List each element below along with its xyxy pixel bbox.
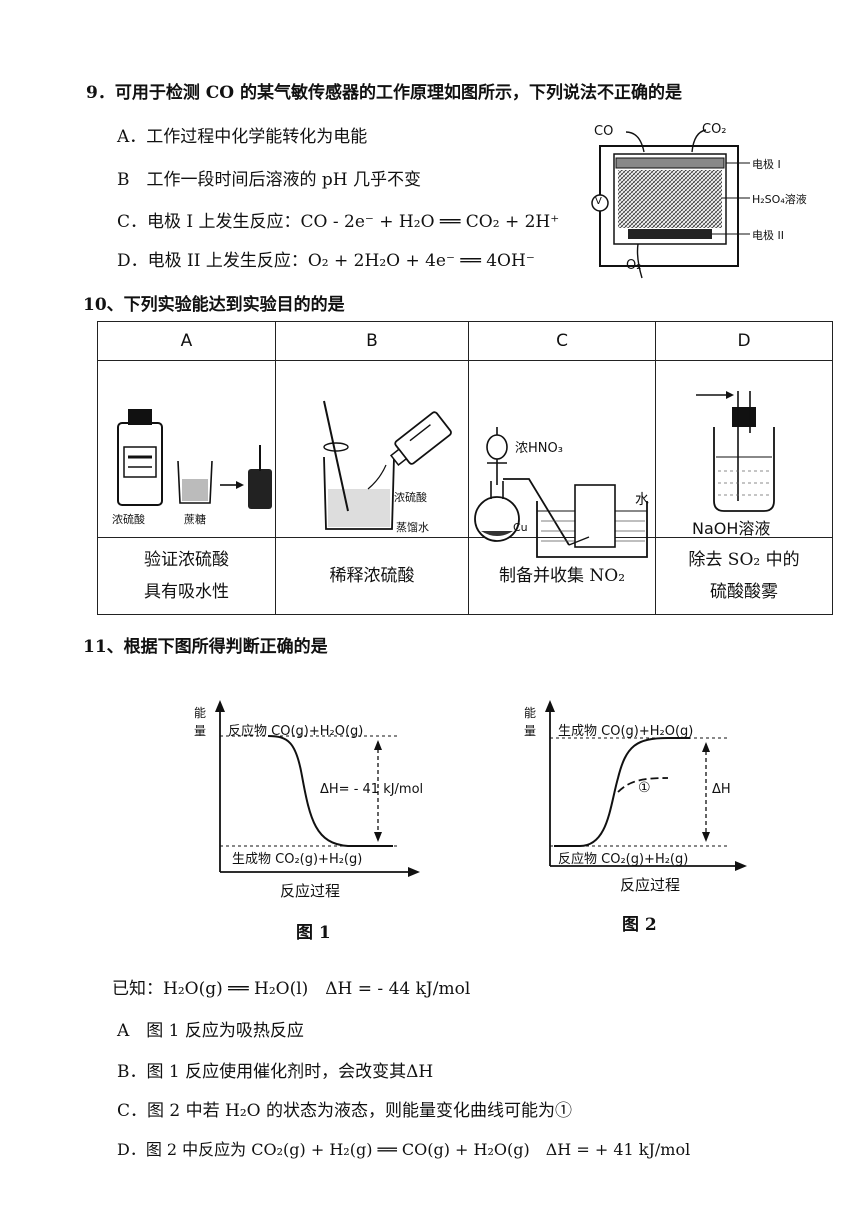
sensor-solution-label: H₂SO₄溶液 — [752, 193, 807, 206]
sensor-co2-label: CO₂ — [702, 122, 727, 137]
figure-1: 能量 反应物 CO(g)+H₂O(g) 生成物 CO₂(g)+H₂(g) ΔH=… — [188, 696, 428, 946]
caption-a-line1: 验证浓硫酸 — [144, 550, 229, 570]
q9-option-d: D．电极 II 上发生反应：O₂ + 2H₂O + 4e⁻ ══ 4OH⁻ — [117, 251, 535, 271]
caption-b: 稀释浓硫酸 — [275, 537, 469, 615]
col-header-a: A — [97, 321, 276, 361]
caption-d: 除去 SO₂ 中的 硫酸酸雾 — [655, 537, 833, 615]
apparatus-a: 浓硫酸 蔗糖 — [97, 360, 276, 538]
fig2-ylabel: 能量 — [524, 706, 537, 738]
caption-a: 验证浓硫酸 具有吸水性 — [97, 537, 276, 615]
caption-d-line1: 除去 SO₂ 中的 — [688, 550, 800, 570]
sensor-electrode2-label: 电极 II — [752, 229, 784, 242]
q10-stem: 10、下列实验能达到实验目的的是 — [83, 295, 345, 315]
figure-2-plot — [545, 700, 747, 871]
apparatus-c-drawing — [474, 427, 648, 558]
label-c-cu: Cu — [513, 521, 528, 534]
caption-c: 制备并收集 NO₂ — [468, 537, 656, 615]
label-b-water: 蒸馏水 — [396, 521, 429, 534]
apparatus-b: 浓硫酸 蒸馏水 — [275, 360, 469, 538]
fig2-bottom-label: 反应物 CO₂(g)+H₂(g) — [558, 852, 689, 867]
q9-stem: 9．可用于检测 CO 的某气敏传感器的工作原理如图所示，下列说法不正确的是 — [86, 83, 683, 103]
fig2-title: 图 2 — [622, 915, 657, 935]
fig1-bottom-label: 生成物 CO₂(g)+H₂(g) — [232, 852, 363, 867]
col-header-b: B — [275, 321, 469, 361]
fig1-top-label: 反应物 CO(g)+H₂O(g) — [228, 724, 364, 739]
col-header-c: C — [468, 321, 656, 361]
voltmeter-label: V — [595, 196, 602, 207]
sensor-diagram — [591, 129, 750, 279]
q9-sensor-figure: CO CO₂ 电极 I H₂SO₄溶液 电极 II O₂ V — [582, 118, 842, 279]
fig2-top-label: 生成物 CO(g)+H₂O(g) — [558, 724, 694, 739]
apparatus-c: 浓HNO₃ Cu 水 — [468, 360, 656, 558]
q9-option-c: C．电极 I 上发生反应：CO - 2e⁻ + H₂O ══ CO₂ + 2H⁺ — [117, 212, 560, 232]
apparatus-d: NaOH溶液 — [655, 360, 833, 538]
q11-known: 已知：H₂O(g) ══ H₂O(l) ΔH = - 44 kJ/mol — [112, 979, 471, 999]
sensor-o2-label: O₂ — [626, 258, 642, 273]
q11-stem: 11、根据下图所得判断正确的是 — [83, 637, 328, 657]
sensor-electrode1-label: 电极 I — [752, 158, 781, 171]
fig1-dh-label: ΔH= - 41 kJ/mol — [320, 782, 424, 797]
label-d-solution: NaOH溶液 — [692, 519, 771, 538]
apparatus-d-drawing — [696, 391, 775, 512]
apparatus-b-drawing — [323, 400, 452, 530]
q11-option-b: B．图 1 反应使用催化剂时，会改变其ΔH — [117, 1062, 434, 1082]
fig2-curve-mark: ① — [638, 780, 651, 796]
label-a-beaker: 蔗糖 — [184, 513, 206, 526]
caption-a-line2: 具有吸水性 — [144, 582, 229, 602]
q11-option-d: D．图 2 中反应为 CO₂(g) + H₂(g) ══ CO(g) + H₂O… — [117, 1140, 691, 1159]
fig1-xlabel: 反应过程 — [280, 882, 341, 900]
fig1-ylabel: 能量 — [194, 706, 207, 738]
label-c-water: 水 — [635, 492, 649, 508]
q11-option-a: A 图 1 反应为吸热反应 — [117, 1021, 304, 1041]
sensor-co-label: CO — [594, 124, 614, 139]
q9-option-b: B 工作一段时间后溶液的 pH 几乎不变 — [117, 170, 422, 190]
caption-d-line2: 硫酸酸雾 — [710, 582, 778, 602]
q9-option-a: A．工作过程中化学能转化为电能 — [117, 127, 368, 147]
fig2-dh-label: ΔH — [712, 782, 731, 797]
q11-option-c: C．图 2 中若 H₂O 的状态为液态，则能量变化曲线可能为① — [117, 1101, 573, 1121]
figure-1-plot — [215, 700, 420, 877]
experiment-table: A B C D 浓硫酸 — [97, 321, 833, 615]
col-header-d: D — [655, 321, 833, 361]
label-b-acid: 浓硫酸 — [394, 491, 427, 504]
fig1-title: 图 1 — [296, 923, 331, 943]
label-c-acid: 浓HNO₃ — [515, 441, 563, 456]
fig2-xlabel: 反应过程 — [620, 876, 681, 894]
apparatus-a-drawing — [117, 409, 272, 509]
label-a-bottle: 浓硫酸 — [112, 513, 145, 526]
figure-2: 能量 生成物 CO(g)+H₂O(g) 反应物 CO₂(g)+H₂(g) ΔH … — [518, 696, 758, 946]
